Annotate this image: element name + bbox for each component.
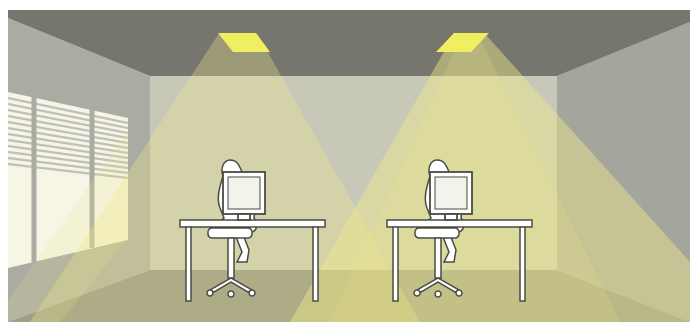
office-lighting-illustration <box>0 0 690 329</box>
